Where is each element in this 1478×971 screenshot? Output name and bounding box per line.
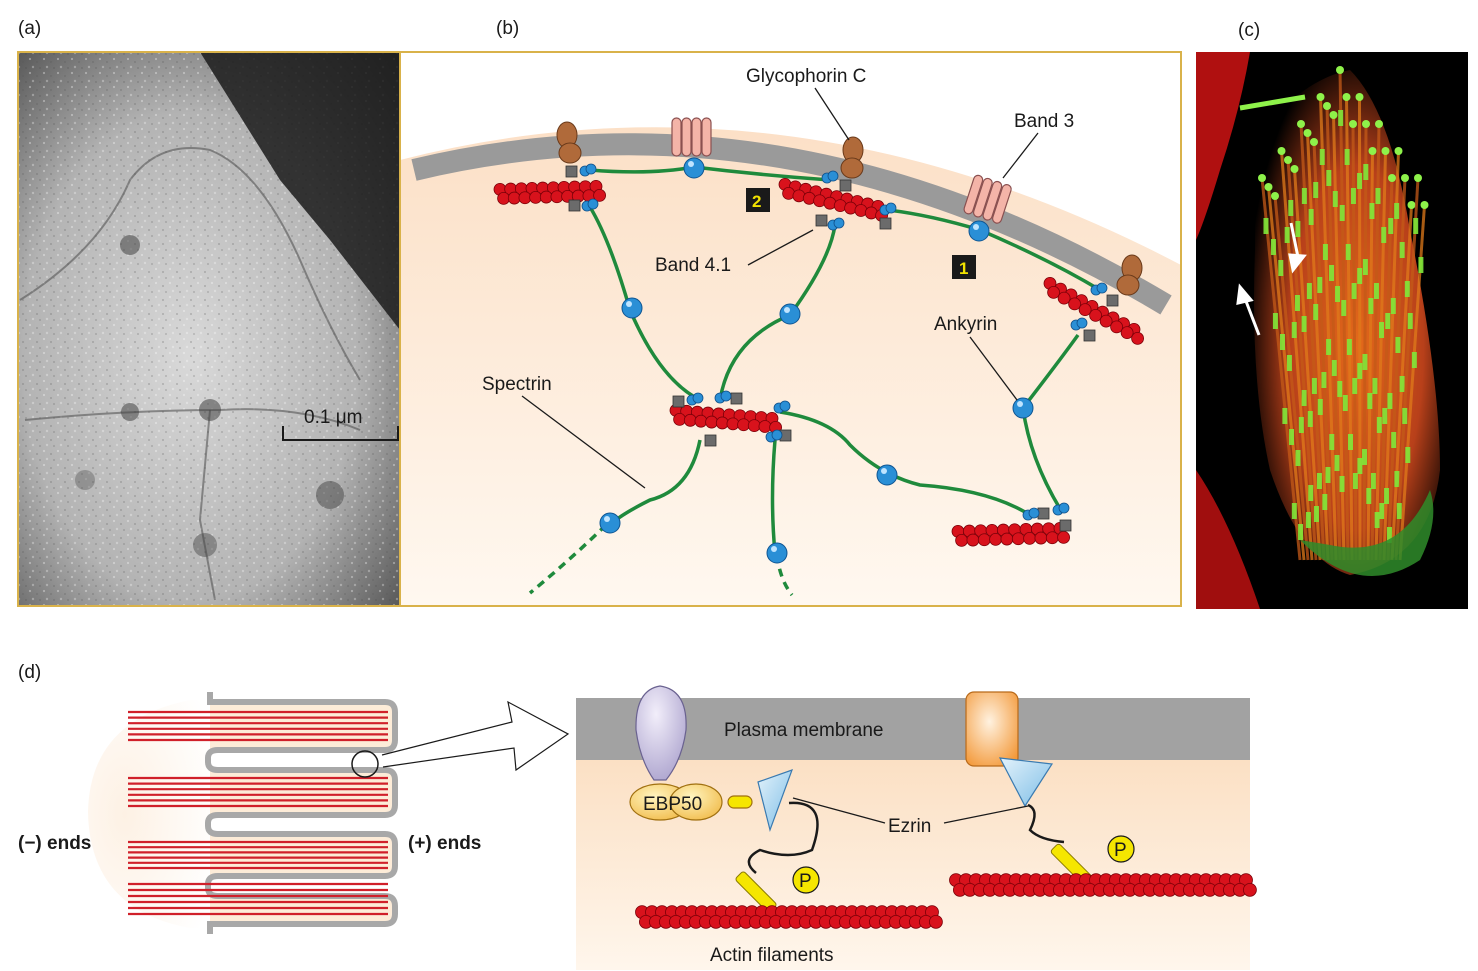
cell-membrane [411,133,1172,315]
scale-bar-label: 0.1 μm [304,407,362,428]
panel-b-label: (b) [496,18,519,39]
panel-c-label: (c) [1238,20,1260,41]
badge-2: 2 [746,188,770,212]
plasma-membrane-label: Plasma membrane [724,720,883,741]
band3-protein [671,117,1012,224]
zoom-circle [351,750,379,778]
band41-label: Band 4.1 [655,255,731,276]
panel-b-diagram: 2 1 Glycophorin C Band 3 Band 4.1 Ankyri… [17,51,1182,607]
ebp50-protein: EBP50 [629,783,753,821]
scale-bar: 0.1 μm [282,407,399,441]
band41-protein [565,165,1119,532]
panel-a-micrograph [19,52,400,606]
ezrin-right [998,757,1054,808]
panel-d-detail: Plasma membrane EBP50 P P [576,685,1257,970]
panel-d-label: (d) [18,662,41,683]
binding-sites [579,163,1108,521]
minus-ends-label: (−) ends [18,833,91,854]
actin-filaments-label: Actin filaments [710,945,834,966]
panel-d-microvilli: (−) ends (+) ends [18,692,570,934]
ebp50-label: EBP50 [643,794,702,815]
transmembrane-glycoprotein [635,685,687,781]
actin-clusters-b [493,177,1144,547]
svg-text:1: 1 [959,259,968,278]
zoom-arrow [381,700,570,772]
glycophorin-protein [556,121,1143,296]
ezrin-left [757,769,794,833]
transmembrane-protein [965,691,1019,767]
ezrin-label: Ezrin [888,816,931,837]
microvilli-actin-bundles [128,710,388,916]
actin-filaments-d [635,873,1257,929]
svg-text:P: P [1114,840,1127,861]
glycophorin-label: Glycophorin C [746,66,866,87]
badge-1: 1 [952,255,976,279]
ankyrin-label: Ankyrin [934,314,997,335]
phosphate-right: P [1107,835,1135,863]
panel-a-label: (a) [18,18,41,39]
ankyrin-highlights [604,161,1023,552]
band3-label: Band 3 [1014,111,1074,132]
phosphate-left: P [792,866,820,894]
svg-text:2: 2 [752,192,761,211]
leader-lines [521,87,1039,489]
plus-ends-label: (+) ends [408,833,481,854]
svg-text:P: P [799,871,812,892]
panel-c-micrograph [1196,52,1468,609]
spectrin-label: Spectrin [482,374,552,395]
plasma-membrane [576,698,1250,760]
arrows-c [1236,222,1307,336]
